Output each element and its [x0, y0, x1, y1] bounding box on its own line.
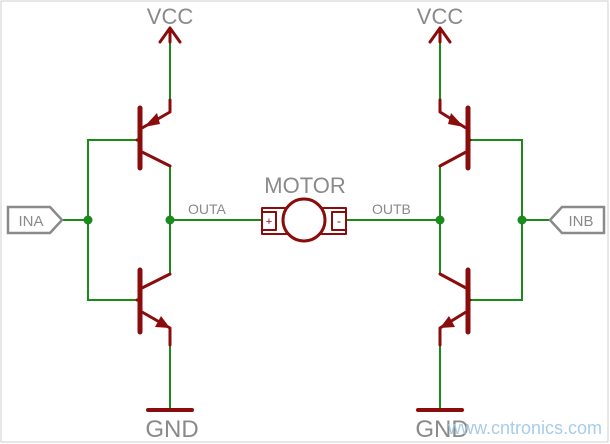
junction-outa	[165, 215, 175, 225]
ina-label: INA	[18, 213, 43, 230]
gnd-left-label: GND	[145, 416, 198, 443]
inb-label: INB	[568, 213, 593, 230]
vcc-left-label: VCC	[147, 4, 194, 29]
junction-outb	[435, 215, 445, 225]
outa-label: OUTA	[188, 201, 227, 217]
vcc-arrow-left	[158, 26, 182, 44]
vcc-right-label: VCC	[417, 4, 464, 29]
motor-plus-label: +	[266, 216, 272, 228]
junction-inb	[517, 215, 527, 225]
gnd-right-label: GND	[415, 416, 468, 443]
port-ina-shape	[6, 205, 64, 235]
transistor-q3-collector	[438, 150, 468, 168]
transistor-q2-collector	[140, 272, 172, 290]
junctions	[83, 215, 527, 225]
transistor-q1-arrow	[144, 113, 160, 127]
watermark-text: www.cntronics.com	[447, 418, 602, 438]
junction-ina	[83, 215, 93, 225]
ports	[6, 205, 606, 235]
port-inb-shape	[548, 205, 606, 235]
motor-terminal-minus	[331, 211, 347, 231]
motor-label: MOTOR	[264, 173, 345, 198]
motor-circle	[281, 197, 327, 243]
transistor-q4-arrow	[440, 316, 455, 328]
transistor-q1-collector	[140, 150, 172, 168]
transistor-q4-collector	[438, 272, 468, 290]
transistor-q3-arrow	[448, 113, 464, 127]
vcc-arrow-right	[428, 26, 452, 44]
motor-minus-label: -	[337, 214, 341, 228]
outb-label: OUTB	[372, 201, 411, 217]
motor-terminal-plus	[261, 211, 277, 231]
transistor-q2-arrow	[155, 316, 170, 328]
components	[135, 26, 472, 412]
arrowheads	[144, 113, 464, 328]
